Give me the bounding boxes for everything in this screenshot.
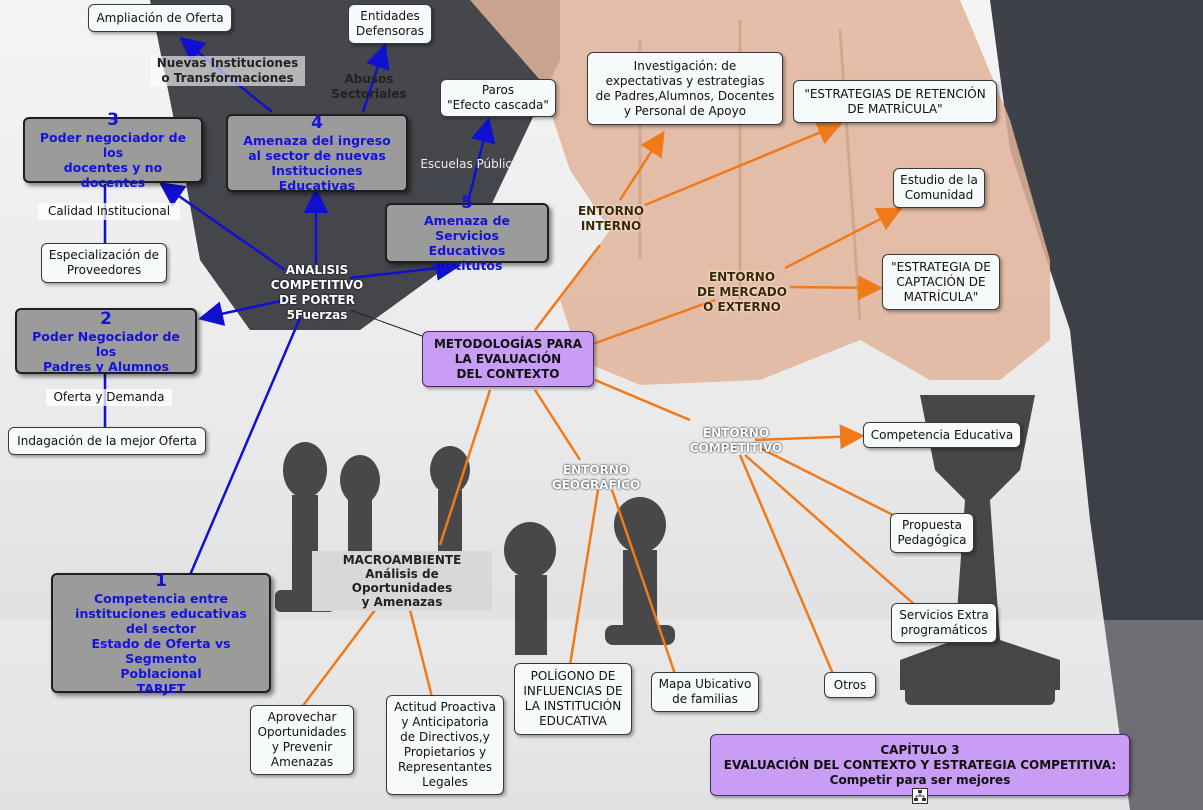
- investigacion-node[interactable]: Investigación: de expectativas y estrate…: [587, 52, 783, 125]
- escuelas-label: Escuelas Públicas: [420, 157, 526, 171]
- otros-node[interactable]: Otros: [824, 672, 876, 698]
- estudio-node[interactable]: Estudio de la Comunidad: [893, 168, 985, 208]
- entidades-node[interactable]: Entidades Defensoras: [348, 4, 432, 44]
- force-1-node[interactable]: 1 Competencia entre instituciones educat…: [51, 570, 271, 696]
- paros-node[interactable]: Paros "Efecto cascada": [440, 79, 556, 117]
- abusos-label: Abusos Sectoriales: [331, 72, 407, 101]
- edge-interno-retencion: [644, 121, 843, 207]
- edge-mercado-estudio: [784, 207, 903, 270]
- force-1-number: 1: [155, 570, 167, 591]
- aprovechar-node[interactable]: Aprovechar Oportunidades y Prevenir Amen…: [250, 705, 354, 775]
- especializacion-node[interactable]: Especialización de Proveedores: [41, 243, 167, 283]
- calidad-label: Calidad Institucional: [38, 203, 180, 220]
- entorno-mercado-label: ENTORNO DE MERCADO O EXTERNO: [697, 270, 787, 314]
- edge-force4-entidades: [361, 43, 390, 113]
- suit-shape: [990, 0, 1203, 810]
- capitulo-node[interactable]: CAPÍTULO 3 EVALUACIÓN DEL CONTEXTO Y EST…: [710, 734, 1130, 796]
- edge-meta-geografico: [533, 389, 582, 461]
- force-1-text: Competencia entre instituciones educativ…: [75, 590, 247, 696]
- force-4-text: Amenaza del ingreso al sector de nuevas …: [243, 133, 391, 193]
- edge-competitivo-competencia: [754, 424, 865, 450]
- sitemap-icon-glyph: [914, 790, 926, 801]
- propuesta-node[interactable]: Propuesta Pedagógica: [890, 513, 974, 553]
- metodologias-node[interactable]: METODOLOGÍAS PARA LA EVALUACIÓN DEL CONT…: [422, 331, 594, 387]
- edge-porter-force3: [158, 182, 286, 272]
- force-4-number: 4: [311, 113, 323, 133]
- edge-competitivo-servicios: [744, 454, 916, 606]
- ampliacion-node[interactable]: Ampliación de Oferta: [88, 4, 232, 32]
- edge-mercado-captacion: [789, 275, 883, 301]
- edge-interno-investigacion: [618, 130, 665, 201]
- sitemap-icon[interactable]: [912, 788, 928, 804]
- edge-force5-paros: [466, 117, 496, 203]
- mapa-node[interactable]: Mapa Ubicativo de familias: [651, 672, 759, 712]
- nuevas-instituciones-label: Nuevas Instituciones o Transformaciones: [150, 56, 305, 86]
- competencia-node[interactable]: Competencia Educativa: [863, 422, 1021, 448]
- edge-meta-macro: [438, 389, 492, 546]
- force-3-node[interactable]: 3 Poder negociador de los docentes y no …: [23, 110, 203, 190]
- force-3-text: Poder negociador de los docentes y no do…: [39, 130, 187, 190]
- retencion-node[interactable]: "ESTRATEGIAS DE RETENCIÓN DE MATRÍCULA": [793, 80, 997, 123]
- macroambiente-label: MACROAMBIENTE Análisis de Oportunidades …: [312, 551, 492, 611]
- edge-geo-mapa: [610, 489, 677, 675]
- poligono-node[interactable]: POLÍGONO DE INFLUENCIAS DE LA INSTITUCIÓ…: [514, 663, 632, 735]
- porter-connectors: [103, 36, 496, 576]
- captacion-node[interactable]: "ESTRATEGIA DE CAPTACIÓN DE MATRÍCULA": [882, 254, 1000, 310]
- indagacion-node[interactable]: Indagación de la mejor Oferta: [8, 427, 206, 455]
- entorno-geografico-label: ENTORNO GEOGRÁFICO: [551, 463, 641, 492]
- force-2-number: 2: [100, 308, 112, 329]
- porter-center-label: ANALISIS COMPETITIVO DE PORTER 5Fuerzas: [270, 263, 364, 322]
- force-4-node[interactable]: 4 Amenaza del ingreso al sector de nueva…: [226, 113, 408, 193]
- actitud-node[interactable]: Actitud Proactiva y Anticipatoria de Dir…: [386, 695, 504, 795]
- edge-competitivo-otros: [738, 454, 835, 675]
- edge-meta-competitivo: [594, 378, 691, 422]
- metodologia-connectors: [301, 121, 916, 708]
- entorno-competitivo-label: ENTORNO COMPETITIVO: [689, 426, 783, 455]
- force-2-text: Poder Negociador de los Padres y Alumnos: [32, 328, 180, 374]
- force-5-node[interactable]: 5 Amenaza de Servicios Educativos sustit…: [385, 193, 549, 273]
- servicios-node[interactable]: Servicios Extra programáticos: [891, 603, 997, 643]
- capitulo-title: CAPÍTULO 3: [880, 742, 960, 757]
- edge-meta-mercado: [589, 298, 716, 347]
- force-2-node[interactable]: 2 Poder Negociador de los Padres y Alumn…: [15, 308, 197, 374]
- entorno-interno-label: ENTORNO INTERNO: [577, 204, 645, 233]
- edge-competitivo-propuesta: [759, 446, 894, 517]
- edge-porter-force5: [349, 255, 461, 281]
- chess-pieces: [275, 395, 1060, 705]
- oferta-demanda-label: Oferta y Demanda: [46, 389, 172, 406]
- capitulo-subtitle: EVALUACIÓN DEL CONTEXTO Y ESTRATEGIA COM…: [723, 757, 1117, 772]
- edge-meta-interno: [534, 244, 601, 331]
- capitulo-tagline: Competir para ser mejores: [829, 772, 1011, 787]
- force-5-number: 5: [461, 193, 473, 213]
- edge-porter-force1: [188, 317, 302, 576]
- force-3-number: 3: [107, 110, 119, 130]
- edge-geo-poligono: [568, 489, 600, 666]
- edge-porter-force2: [198, 298, 286, 326]
- force-5-text: Amenaza de Servicios Educativos sustitut…: [424, 213, 510, 273]
